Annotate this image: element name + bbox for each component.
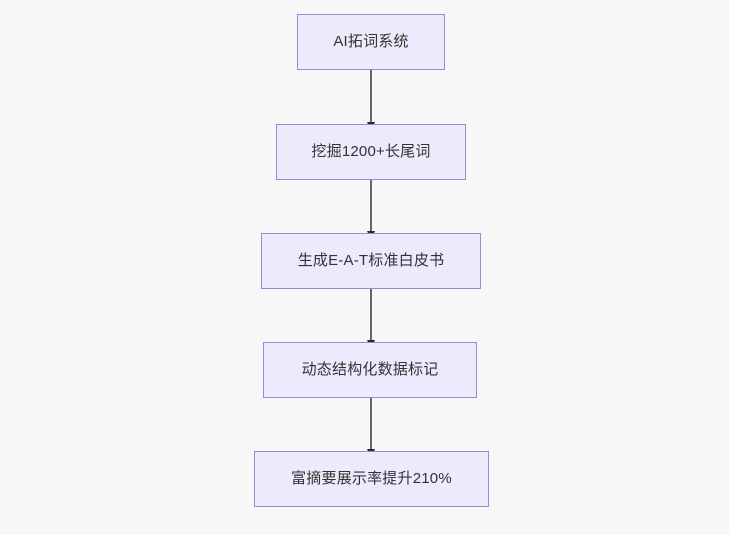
flow-node-label: AI拓词系统 xyxy=(333,33,409,50)
flow-node-label: 生成E-A-T标准白皮书 xyxy=(297,252,445,269)
flow-node-n2[interactable]: 挖掘1200+长尾词 xyxy=(276,124,466,180)
flow-node-n4[interactable]: 动态结构化数据标记 xyxy=(263,342,477,398)
flow-node-n1[interactable]: AI拓词系统 xyxy=(297,14,445,70)
flow-node-n3[interactable]: 生成E-A-T标准白皮书 xyxy=(261,233,481,289)
flow-node-label: 富摘要展示率提升210% xyxy=(291,470,452,487)
flow-node-label: 挖掘1200+长尾词 xyxy=(311,143,431,160)
flow-node-label: 动态结构化数据标记 xyxy=(301,361,439,378)
flow-node-n5[interactable]: 富摘要展示率提升210% xyxy=(254,451,489,507)
